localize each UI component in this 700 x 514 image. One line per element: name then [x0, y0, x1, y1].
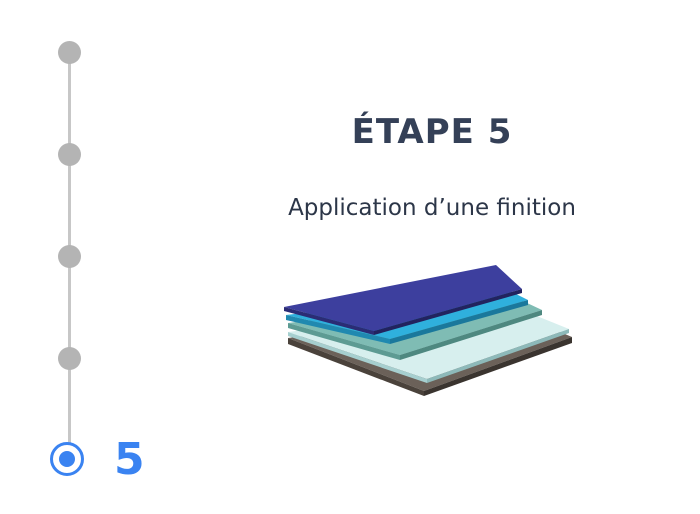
step-4-dot[interactable]	[58, 347, 81, 370]
step-1-dot[interactable]	[58, 41, 81, 64]
layer-light-side-right	[427, 329, 569, 383]
layer-indigo-top	[284, 265, 522, 331]
step-5-current-dot[interactable]	[50, 442, 84, 476]
step-2-dot[interactable]	[58, 143, 81, 166]
step-3-dot[interactable]	[58, 245, 81, 268]
layer-teal-side-left	[288, 323, 400, 360]
step-progress: 5	[0, 0, 200, 514]
layer-cyan-side-right	[390, 300, 528, 344]
layer-base-side-left	[288, 338, 424, 396]
stacked-layers-icon	[270, 255, 590, 405]
layer-base-side-right	[424, 337, 572, 396]
current-step-number: 5	[114, 434, 145, 485]
step-title: ÉTAPE 5	[351, 112, 513, 152]
layer-cyan-side-left	[286, 315, 390, 344]
step-subtitle: Application d’une finition	[288, 195, 576, 221]
layer-indigo-side-left	[284, 307, 374, 335]
layer-light-side-left	[288, 332, 427, 383]
layer-indigo-side-right	[374, 289, 522, 335]
layer-teal-side-right	[400, 310, 542, 360]
